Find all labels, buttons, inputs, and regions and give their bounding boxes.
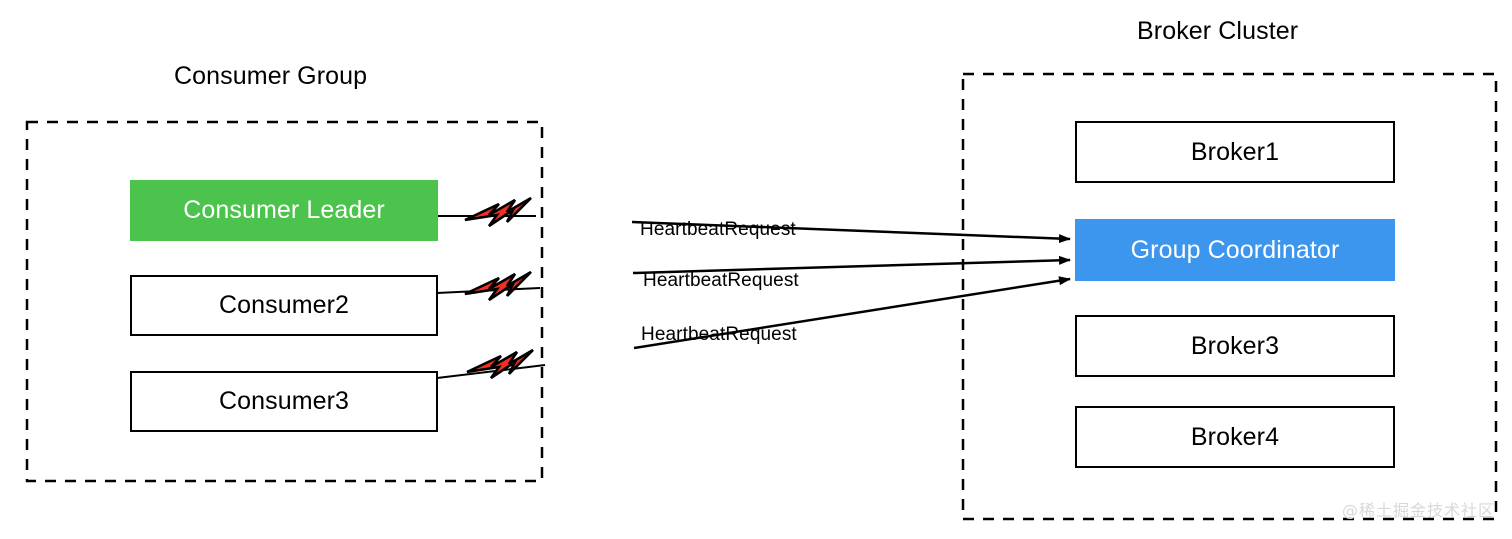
node-group-coordinator[interactable]: Group Coordinator [1075, 219, 1395, 281]
edge-label-heartbeat-3: HeartbeatRequest [641, 324, 797, 345]
consumer-group-title: Consumer Group [174, 62, 368, 90]
node-consumer-leader[interactable]: Consumer Leader [130, 180, 438, 241]
edge-label-heartbeat-2: HeartbeatRequest [643, 270, 799, 291]
node-consumer2[interactable]: Consumer2 [130, 275, 438, 336]
node-consumer3[interactable]: Consumer3 [130, 371, 438, 432]
lightning-bolt-icon [464, 196, 532, 228]
lightning-bolt-icon [464, 270, 532, 302]
edge-label-heartbeat-1: HeartbeatRequest [640, 219, 796, 240]
node-broker4[interactable]: Broker4 [1075, 406, 1395, 468]
node-broker3[interactable]: Broker3 [1075, 315, 1395, 377]
edge-consumer2-stub [436, 287, 541, 294]
broker-cluster-title: Broker Cluster [1137, 17, 1299, 45]
edge-consumer3-stub [436, 364, 546, 379]
lightning-bolt-icon [466, 348, 534, 380]
watermark-text: @稀土掘金技术社区 [1342, 501, 1496, 520]
node-broker1[interactable]: Broker1 [1075, 121, 1395, 183]
